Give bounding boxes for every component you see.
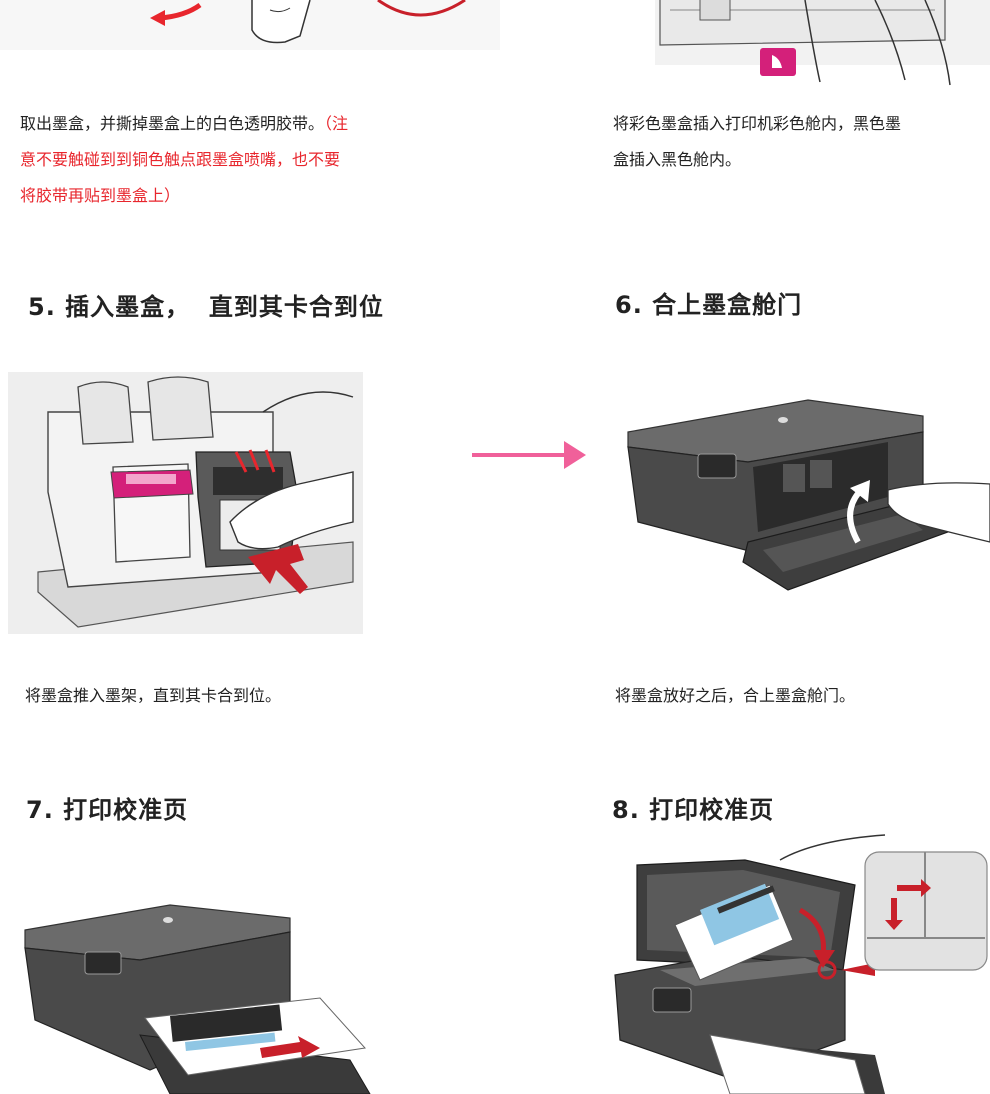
red-push-arrow-icon (248, 544, 308, 594)
step4-caption-line1: 将彩色墨盒插入打印机彩色舱内，黑色墨 (613, 114, 902, 133)
step4-caption-line2: 盒插入黑色舱内。 (613, 150, 742, 169)
step3-warning-line3: 将胶带再贴到墨盒上） (20, 186, 181, 205)
step5-heading: 5. 插入墨盒， 直到其卡合到位 (28, 293, 384, 321)
step5-caption: 将墨盒推入墨架，直到其卡合到位。 (25, 686, 282, 705)
pink-right-arrow-icon (470, 435, 588, 475)
step3-caption-text: 取出墨盒，并撕掉墨盒上的白色透明胶带。 (20, 114, 325, 133)
step3-illustration (0, 0, 500, 60)
step8-heading: 8. 打印校准页 (612, 796, 775, 824)
step6-heading: 6. 合上墨盒舱门 (615, 291, 803, 319)
step7-illustration (20, 900, 390, 1094)
step4-illustration (605, 0, 990, 90)
magenta-drop-icon (760, 48, 796, 76)
step4-caption: 将彩色墨盒插入打印机彩色舱内，黑色墨 盒插入黑色舱内。 (613, 106, 990, 178)
step6-illustration (618, 392, 990, 602)
step3-warning-start: （注 (324, 114, 349, 133)
step3-caption: 取出墨盒，并撕掉墨盒上的白色透明胶带。（注 意不要触碰到到铜色触点跟墨盒喷嘴，也… (20, 106, 460, 214)
step6-caption: 将墨盒放好之后，合上墨盒舱门。 (615, 686, 856, 705)
step3-warning-line2: 意不要触碰到到铜色触点跟墨盒喷嘴，也不要 (20, 150, 341, 169)
step7-heading: 7. 打印校准页 (26, 796, 189, 824)
step8-illustration (605, 830, 990, 1094)
step5-illustration (8, 372, 363, 634)
